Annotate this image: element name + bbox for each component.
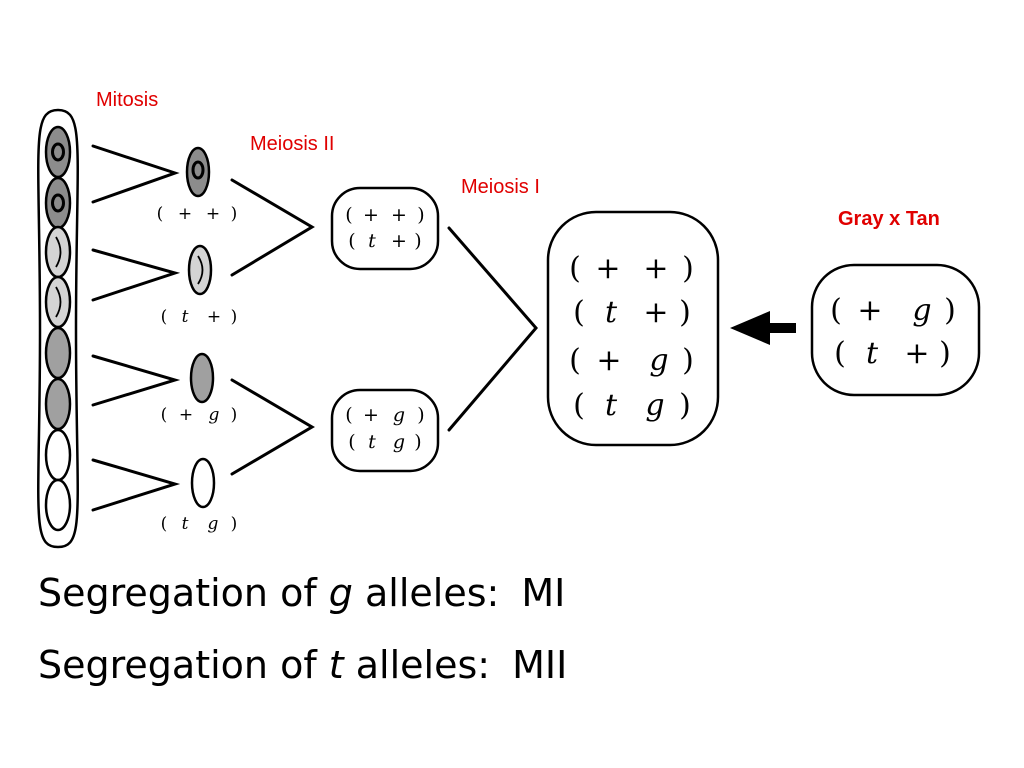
svg-text:(: ( [830, 293, 842, 328]
ascospore [44, 326, 72, 380]
svg-text:g: g [645, 388, 664, 423]
svg-text:t: t [368, 230, 376, 252]
meiotic-products [185, 146, 216, 509]
parent-cell: ( + g ) ( t + ) [810, 263, 981, 397]
svg-text:(: ( [161, 514, 168, 534]
meiosis-i-label: Meiosis I [461, 176, 540, 198]
product-spore [189, 352, 215, 404]
svg-text:+: + [904, 336, 929, 371]
svg-text:(: ( [161, 405, 168, 425]
product-genotype-3: ( + g ) [161, 405, 238, 425]
svg-text:): ) [231, 514, 238, 534]
svg-text:t: t [605, 295, 618, 330]
svg-text:(: ( [348, 431, 355, 453]
svg-text:): ) [414, 230, 421, 252]
mitosis-label: Mitosis [96, 89, 158, 111]
svg-text:(: ( [834, 336, 846, 371]
svg-text:g: g [208, 514, 219, 534]
product-genotypes: ( + + ) ( t + ) ( + g ) ( t g ) [157, 204, 238, 534]
svg-text:+: + [178, 204, 192, 224]
svg-text:): ) [679, 295, 691, 330]
svg-text:): ) [231, 405, 238, 425]
svg-text:): ) [682, 251, 694, 286]
svg-text:+: + [595, 251, 620, 286]
svg-text:(: ( [348, 230, 355, 252]
svg-text:+: + [643, 251, 668, 286]
svg-text:): ) [414, 431, 421, 453]
svg-text:(: ( [345, 404, 352, 426]
svg-text:t: t [182, 514, 189, 534]
svg-text:+: + [363, 204, 379, 226]
svg-text:+: + [857, 293, 882, 328]
mitosis-lines [91, 144, 181, 512]
segregation-t-line: Segregation of t alleles:MII [38, 643, 567, 687]
svg-text:): ) [417, 204, 424, 226]
svg-text:+: + [391, 204, 407, 226]
svg-text:): ) [679, 388, 691, 423]
svg-text:(: ( [569, 343, 581, 378]
svg-text:g: g [649, 343, 668, 378]
svg-text:(: ( [573, 295, 585, 330]
svg-text:): ) [231, 307, 238, 327]
svg-text:+: + [391, 230, 407, 252]
meiosis-ii-cell-bottom: ( + g ) ( t g ) [330, 388, 440, 473]
svg-text:+: + [207, 307, 221, 327]
nucleus-ring-icon [191, 160, 205, 180]
nucleus-ring-icon [51, 142, 65, 162]
ascus [37, 108, 79, 549]
ascospore [44, 377, 72, 431]
product-spore [190, 457, 216, 509]
svg-text:t: t [866, 336, 879, 371]
product-genotype-2: ( t + ) [161, 307, 238, 327]
segregation-g-line: Segregation of g alleles:MI [38, 571, 565, 615]
left-arrow-icon [730, 311, 796, 345]
svg-text:t: t [368, 431, 376, 453]
nucleus-arc-icon [55, 236, 62, 268]
nucleus-ring-icon [51, 193, 65, 213]
product-spore [185, 146, 211, 198]
svg-text:): ) [944, 293, 956, 328]
svg-text:): ) [231, 204, 238, 224]
svg-text:g: g [209, 405, 220, 425]
svg-text:g: g [393, 431, 405, 453]
meiosis-ii-cell-top: ( + + ) ( t + ) [330, 186, 440, 271]
ascospore [44, 125, 72, 179]
svg-text:t: t [182, 307, 189, 327]
svg-text:g: g [393, 404, 405, 426]
product-spore [187, 244, 213, 296]
svg-text:+: + [179, 405, 193, 425]
svg-text:): ) [417, 404, 424, 426]
ascospore [44, 225, 72, 279]
nucleus-arc-icon [55, 286, 62, 318]
ascospore [44, 478, 72, 532]
nucleus-arc-icon [197, 255, 204, 285]
product-genotype-4: ( t g ) [161, 514, 238, 534]
svg-text:+: + [363, 404, 379, 426]
svg-text:(: ( [573, 388, 585, 423]
cross-label: Gray x Tan [838, 208, 940, 230]
svg-text:g: g [912, 293, 931, 328]
svg-text:): ) [682, 343, 694, 378]
svg-text:(: ( [569, 251, 581, 286]
svg-text:(: ( [157, 204, 164, 224]
svg-text:(: ( [345, 204, 352, 226]
meiosis-i-lines [447, 226, 538, 432]
svg-text:(: ( [161, 307, 168, 327]
meiosis-ii-lines [230, 178, 315, 476]
ascospore [44, 176, 72, 230]
svg-text:+: + [596, 343, 621, 378]
svg-text:t: t [605, 388, 618, 423]
ascospore [44, 428, 72, 482]
product-genotype-1: ( + + ) [157, 204, 238, 224]
meiosis-ii-label: Meiosis II [250, 133, 334, 155]
ascospore [44, 275, 72, 329]
svg-text:+: + [206, 204, 220, 224]
meiosis-i-cell: ( + + ) ( t + ) ( + g ) ( t g ) [546, 210, 720, 447]
svg-text:+: + [643, 295, 668, 330]
svg-text:): ) [939, 336, 951, 371]
